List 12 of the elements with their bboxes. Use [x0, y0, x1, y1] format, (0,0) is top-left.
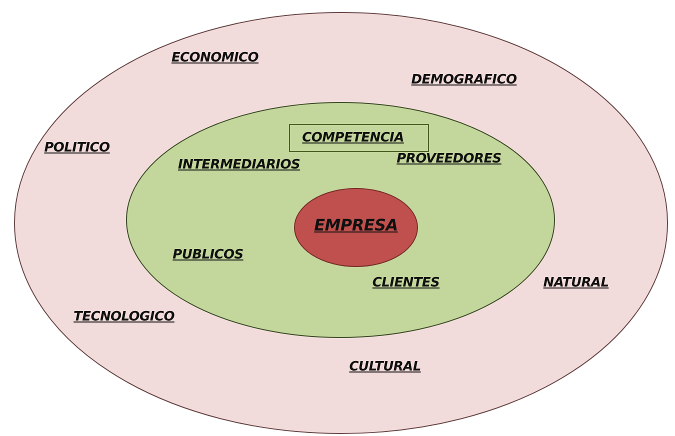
factor-label: PROVEEDORES	[396, 152, 502, 166]
factor-label: ECONOMICO	[171, 50, 259, 66]
factor-label: COMPETENCIA	[302, 130, 404, 146]
factor-label: CULTURAL	[349, 360, 421, 374]
factor-label: PUBLICOS	[172, 248, 244, 262]
factor-label: DEMOGRAFICO	[411, 72, 517, 88]
factor-label: NATURAL	[543, 276, 609, 290]
factor-label: CLIENTES	[372, 276, 440, 290]
factor-label: EMPRESA	[314, 216, 398, 234]
factor-label: TECNOLOGICO	[74, 310, 174, 324]
factor-label: POLITICO	[44, 140, 110, 156]
factor-label: INTERMEDIARIOS	[178, 158, 300, 172]
